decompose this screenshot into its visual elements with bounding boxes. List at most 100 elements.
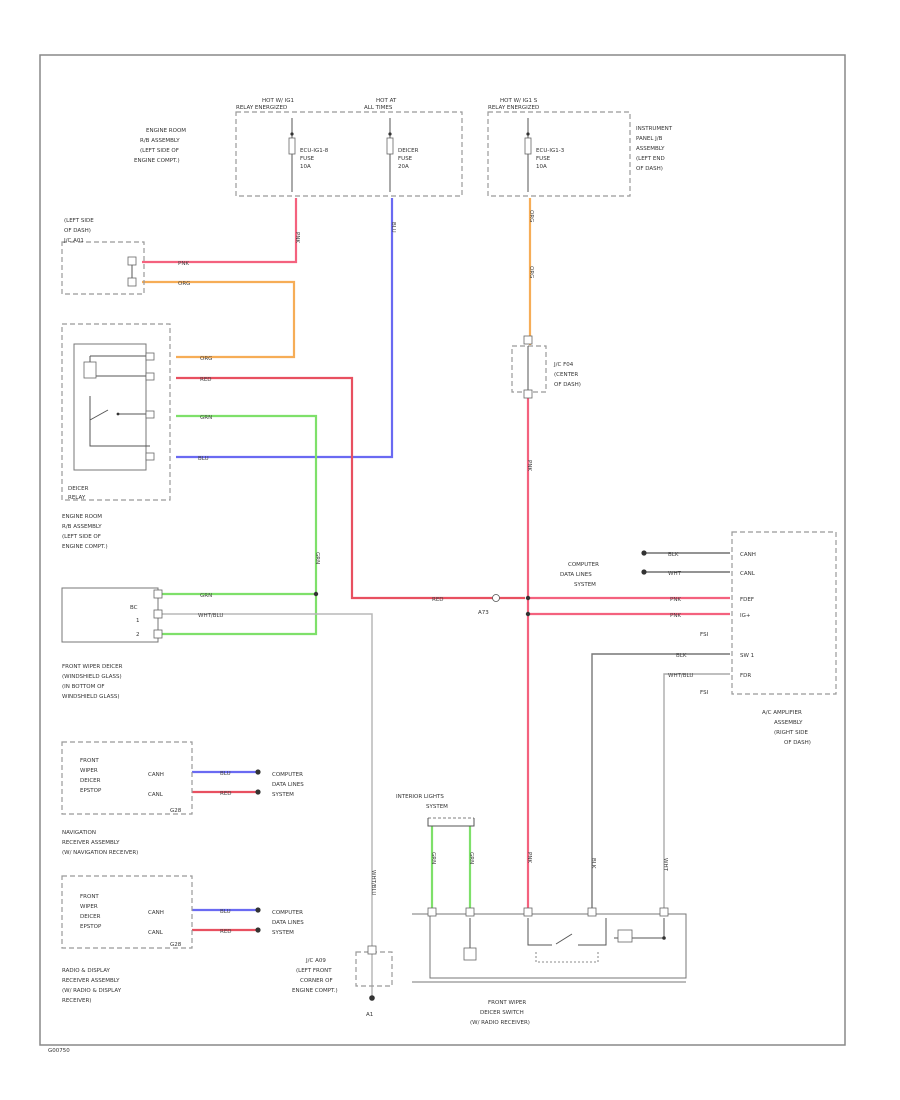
amp-pin-fsi: FSI	[700, 632, 709, 638]
wire-label-pnk-1: PNK	[294, 232, 300, 243]
wire-red-1	[176, 376, 525, 600]
diagram-code: G00750	[48, 1048, 70, 1054]
erb-mid-label-2: R/B ASSEMBLY	[62, 524, 102, 530]
rad-pin-canh: CANH	[148, 910, 164, 916]
wiper-label-3: (IN BOTTOM OF	[62, 684, 105, 690]
jc-a01-label-3: J/C A01	[63, 238, 84, 244]
amp-label-4: OF DASH)	[784, 740, 811, 746]
nav-pin-canh: CANH	[148, 772, 164, 778]
a73-label: A73	[478, 610, 489, 616]
wire-wht-1	[663, 673, 730, 912]
wire-label-pnk-4: PNK	[526, 852, 532, 863]
wire-label-red-2: RED	[432, 597, 444, 603]
rad-label-2: WIPER	[80, 904, 98, 910]
a1-label: A1	[366, 1012, 373, 1018]
amp-pin-fdef: FDEF	[740, 597, 754, 603]
nav-label-2: WIPER	[80, 768, 98, 774]
jc-a01-pin-2	[127, 277, 137, 287]
deicer-relay-label-1: DEICER	[68, 486, 89, 492]
navr-label-1: NAVIGATION	[62, 830, 96, 836]
fuse-1-rating: 10A	[300, 164, 311, 170]
wire-label-blu-2: BLU	[198, 456, 209, 462]
erb-top-label-3: (LEFT SIDE OF	[140, 148, 179, 154]
wire-label-grn-2: GRN	[314, 552, 320, 564]
fuse-2-icon	[386, 137, 394, 155]
jc-a01-label-1: (LEFT SIDE	[64, 218, 94, 224]
comp1-label-1: COMPUTER	[568, 562, 599, 568]
radio-receiver-box	[61, 875, 193, 949]
wire-label-whtblu-3: WHT/BLU	[668, 673, 693, 679]
jc-a01-box	[61, 241, 145, 295]
jc-a09-label-2: (LEFT FRONT	[296, 968, 332, 974]
fuse-3-type: FUSE	[536, 156, 551, 162]
erb-mid-label-3: (LEFT SIDE OF	[62, 534, 101, 540]
switch-resistor-icon	[617, 929, 633, 943]
wire-label-pnk-3: PNK	[526, 460, 532, 471]
wire-label-blk-2: BLK	[590, 858, 596, 869]
fsw-label-3: (W/ RADIO RECEIVER)	[470, 1020, 530, 1026]
wire-label-grn-3: GRN	[200, 593, 212, 599]
wiper-label-2: (WINDSHIELD GLASS)	[62, 674, 122, 680]
nav-label-4: EPSTOP	[80, 788, 102, 794]
jc-a09-label-3: CORNER OF	[300, 978, 333, 984]
wire-whtblu-1	[160, 613, 373, 996]
wire-label-grn-il-1: GRN	[430, 852, 436, 864]
wiper-label-1: FRONT WIPER DEICER	[62, 664, 123, 670]
hot-at-label-b: ALL TIMES	[364, 105, 393, 111]
fuse-2-rating: 20A	[398, 164, 409, 170]
relay-switch-icon	[89, 409, 109, 421]
wire-label-rad-canl: RED	[220, 929, 232, 935]
nav-receiver-box	[61, 741, 193, 815]
wire-label-whtblu-2: WHT/BLU	[370, 870, 376, 895]
comp1-label-2: DATA LINES	[560, 572, 592, 578]
hot-at-label: HOT AT	[376, 98, 397, 104]
wiper-label-4: WINDSHIELD GLASS)	[62, 694, 120, 700]
a73-junction	[492, 594, 500, 602]
wire-org-1	[142, 280, 296, 359]
relay-coil-icon	[83, 361, 97, 379]
hot-label-1b: RELAY ENERGIZED	[236, 105, 287, 111]
wire-pnk-1	[142, 198, 298, 264]
amp-pin-sw: SW 1	[740, 653, 754, 659]
diagram-frame	[39, 54, 846, 1046]
amp-pin-ig: IG+	[740, 613, 751, 619]
ground-icon	[369, 995, 375, 1001]
ip-label-2: PANEL J/B	[636, 136, 663, 142]
jc-f04-label-3: OF DASH)	[554, 382, 581, 388]
amp-label-3: (RIGHT SIDE	[774, 730, 808, 736]
jc-a09-label-4: ENGINE COMPT.)	[292, 988, 338, 994]
nav-pin-canl: CANL	[148, 792, 164, 798]
fsw-label-2: DEICER SWITCH	[480, 1010, 524, 1016]
rad-label-3: DEICER	[80, 914, 101, 920]
deicer-relay-body	[73, 343, 147, 471]
wire-label-canh-amp: BLK	[668, 552, 679, 558]
comp2-label-1: COMPUTER	[272, 772, 303, 778]
wire-label-org-4: ORG	[528, 266, 534, 278]
wire-label-canl-amp: WHT	[668, 571, 682, 577]
fuse-3-icon	[524, 137, 532, 155]
wiper-pin-bc: BC	[130, 605, 138, 611]
wire-label-nav-canl: RED	[220, 791, 232, 797]
wire-label-red-1: RED	[200, 377, 212, 383]
instrument-panel-jb-box	[487, 111, 631, 197]
erb-top-label-2: R/B ASSEMBLY	[140, 138, 180, 144]
wire-label-pnk-5: PNK	[670, 597, 681, 603]
front-wiper-deicer-box	[61, 587, 159, 643]
hot-label-3: HOT W/ IG1 S	[500, 98, 538, 104]
jc-f04-box	[511, 345, 547, 393]
radr-label-2: RECEIVER ASSEMBLY	[62, 978, 120, 984]
erb-top-label-4: ENGINE COMPT.)	[134, 158, 180, 164]
ip-label-1: INSTRUMENT	[636, 126, 673, 132]
navr-label-2: RECEIVER ASSEMBLY	[62, 840, 120, 846]
navr-label-3: (W/ NAVIGATION RECEIVER)	[62, 850, 138, 856]
comp1-label-3: SYSTEM	[574, 582, 596, 588]
engine-room-rb-box	[235, 111, 463, 197]
wire-label-org-3: ORG	[528, 210, 534, 222]
amp-pin-canh: CANH	[740, 552, 756, 558]
interior-lights-label-2: SYSTEM	[426, 804, 448, 810]
rad-label-1: FRONT	[80, 894, 99, 900]
amp-pin-canl: CANL	[740, 571, 756, 577]
comp3-label-3: SYSTEM	[272, 930, 294, 936]
fuse-1-type: FUSE	[300, 156, 315, 162]
